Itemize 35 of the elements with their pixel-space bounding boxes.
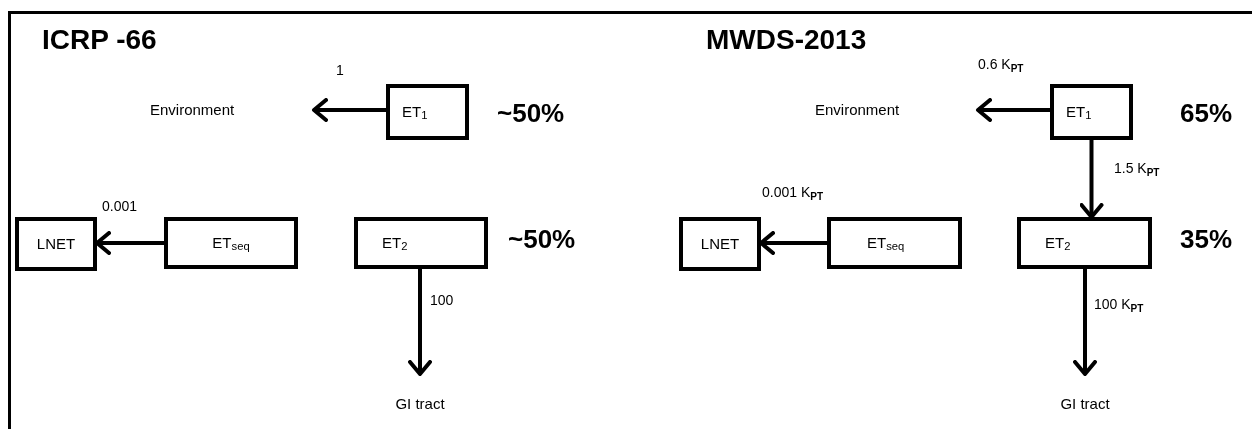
node-label: ET$_{seq}$ [212,233,250,253]
node-label: LNET [36,234,76,254]
node-label: Environment [150,100,235,120]
process-box [1017,217,1152,269]
process-box [15,217,97,271]
arrow [1079,140,1104,219]
node-label: ET$_{2}$ [1045,233,1071,253]
node-label: ET$_{seq}$ [867,233,905,253]
node-label: ET$_{1}$ [402,102,428,122]
process-box [386,84,469,140]
panel-title: ICRP -66 [42,26,157,54]
process-box [164,217,298,269]
node-label: GI tract [1060,395,1110,414]
percentage-label: 65% [1180,100,1233,126]
percentage-label: ~50% [508,226,576,252]
arrow [1073,269,1097,376]
node-label: LNET [700,234,740,254]
edge-label: 100 K$_{PT}$ [1094,296,1144,314]
edge-label: 0.001 K$_{PT}$ [762,184,824,202]
node-label: ET$_{2}$ [382,233,408,253]
percentage-label: ~50% [497,100,565,126]
process-box [1050,84,1133,140]
edge-label: 0.6 K$_{PT}$ [978,56,1024,74]
process-box [354,217,488,269]
edge-label: 1.5 K$_{PT}$ [1114,160,1160,178]
panel-title: MWDS-2013 [706,26,867,54]
process-box [679,217,761,271]
process-box [827,217,962,269]
node-label: GI tract [395,395,445,414]
node-label: ET$_{1}$ [1066,102,1092,122]
node-label: Environment [815,100,900,120]
arrow [408,269,432,376]
arrow [312,98,386,122]
arrow [976,98,1050,122]
percentage-label: 35% [1180,226,1233,252]
